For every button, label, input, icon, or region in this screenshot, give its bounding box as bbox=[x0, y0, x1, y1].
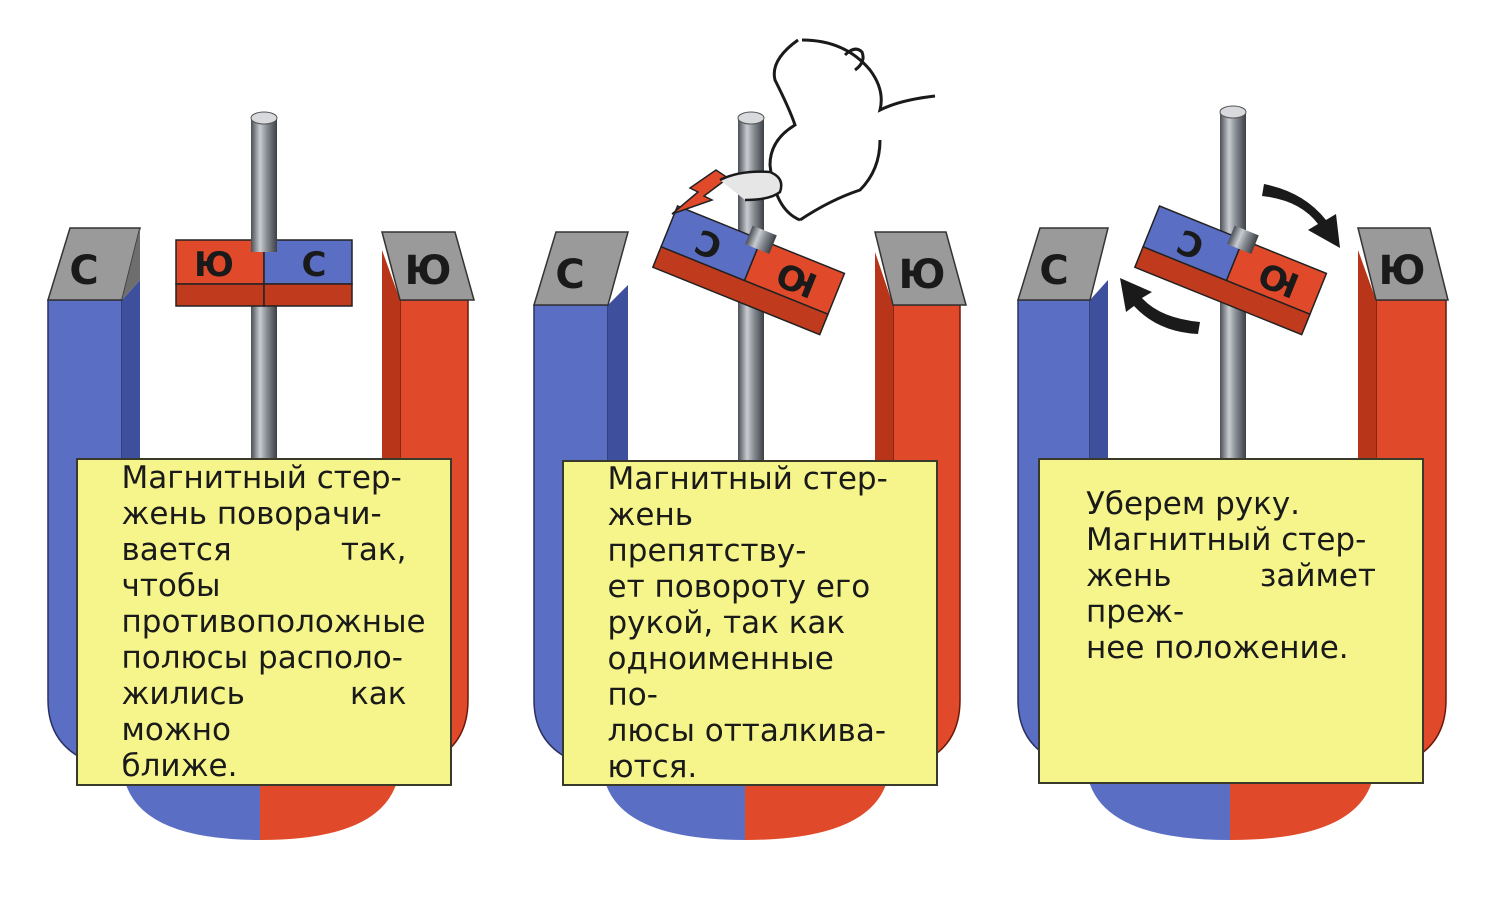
bar-right-label: С bbox=[302, 245, 327, 285]
caption-text-3: Уберем руку. Магнитный стер- жень займет… bbox=[1086, 486, 1376, 666]
rotate-arrow-top-icon bbox=[1262, 184, 1340, 248]
rod-top bbox=[737, 111, 765, 125]
right-pole-label: Ю bbox=[899, 252, 946, 298]
bar-magnet: С Ю bbox=[651, 205, 846, 336]
right-pole-label: Ю bbox=[1379, 248, 1426, 294]
bar-left-label: Ю bbox=[194, 245, 234, 285]
caption-box-2: Магнитный стер- жень препятству- ет пово… bbox=[562, 460, 938, 786]
rod-top bbox=[250, 111, 278, 125]
push-arrow-icon bbox=[671, 169, 730, 215]
bar-magnet: С Ю bbox=[1133, 205, 1328, 336]
magnet-left-cap bbox=[1016, 227, 1109, 301]
caption-box-3: Уберем руку. Магнитный стер- жень займет… bbox=[1038, 458, 1424, 784]
caption-text-1: Магнитный стер- жень поворачи- вается та… bbox=[121, 460, 426, 784]
magnet-right-cap bbox=[1357, 227, 1449, 301]
bar-magnet: Ю С bbox=[175, 232, 353, 307]
magnet-right-cap bbox=[874, 231, 967, 306]
left-pole-label: С bbox=[69, 248, 98, 294]
magnet-right-cap bbox=[381, 231, 475, 301]
rotate-arrow-bottom-icon bbox=[1120, 278, 1200, 334]
rod-top bbox=[1219, 105, 1247, 119]
left-pole-label: С bbox=[1039, 248, 1068, 294]
caption-text-2: Магнитный стер- жень препятству- ет пово… bbox=[607, 461, 888, 785]
magnet-left-cap bbox=[532, 231, 629, 306]
hand-icon bbox=[768, 38, 936, 222]
caption-box-1: Магнитный стер- жень поворачи- вается та… bbox=[76, 458, 452, 786]
right-pole-label: Ю bbox=[405, 248, 452, 294]
left-pole-label: С bbox=[555, 252, 584, 298]
